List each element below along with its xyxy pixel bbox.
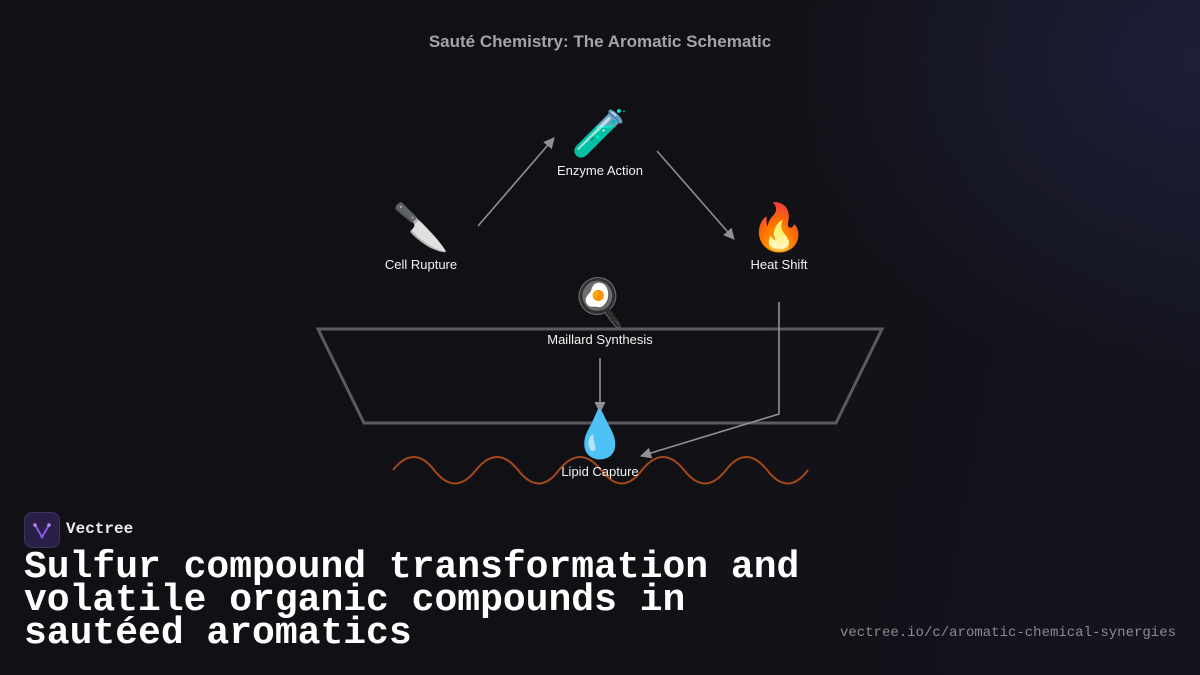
node-heat-shift: 🔥 Heat Shift (699, 200, 859, 272)
headline: Sulfur compound transformation and volat… (24, 546, 800, 655)
fire-icon: 🔥 (750, 200, 808, 254)
edge-cell-to-enzyme (477, 137, 555, 227)
node-label: Heat Shift (750, 257, 808, 272)
node-label: Enzyme Action (557, 163, 643, 178)
node-cell-rupture: 🔪 Cell Rupture (341, 200, 501, 272)
node-label: Lipid Capture (561, 464, 639, 479)
page-url[interactable]: vectree.io/c/aromatic-chemical-synergies (839, 625, 1176, 641)
knife-icon: 🔪 (392, 200, 450, 254)
node-lipid-capture: 💧 Lipid Capture (520, 407, 680, 479)
node-label: Cell Rupture (384, 257, 458, 272)
vectree-logo-icon (24, 512, 60, 548)
droplet-icon: 💧 (571, 407, 629, 461)
test-tube-icon: 🧪 (571, 106, 629, 160)
node-label: Maillard Synthesis (547, 332, 653, 347)
node-maillard-synthesis: 🍳 Maillard Synthesis (520, 275, 680, 347)
node-enzyme-action: 🧪 Enzyme Action (520, 106, 680, 178)
pan-outline (315, 327, 885, 425)
edge-enzyme-to-heat (656, 150, 735, 240)
frying-pan-egg-icon: 🍳 (571, 275, 629, 329)
diagram-title: Sauté Chemistry: The Aromatic Schematic (428, 32, 772, 51)
oil-wave (392, 456, 809, 485)
edge-heat-to-lipid (639, 302, 780, 459)
brand-name: Vectree (66, 520, 134, 538)
